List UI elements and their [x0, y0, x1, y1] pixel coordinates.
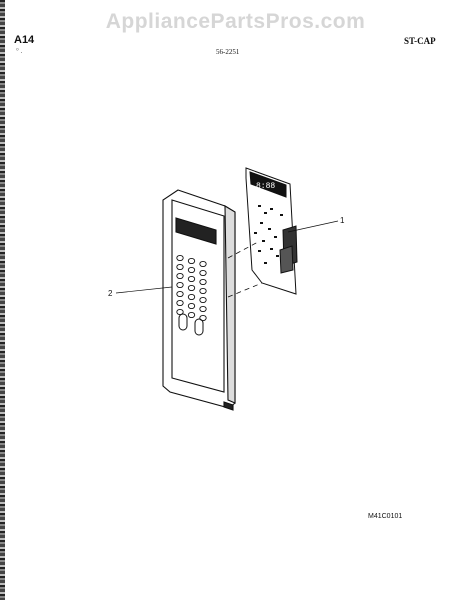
- keypad-button: [199, 305, 207, 313]
- keypad-button: [187, 275, 196, 283]
- page-id: A14: [14, 34, 35, 46]
- board-component: [258, 250, 261, 252]
- keypad-button: [187, 293, 196, 301]
- keypad-button: [199, 287, 207, 295]
- keypad-button: [176, 263, 184, 271]
- board-component: [264, 262, 267, 264]
- watermark: AppliancePartsPros.com: [105, 10, 366, 33]
- keypad-button: [187, 302, 196, 310]
- keypad-button: [176, 272, 184, 280]
- keypad-button: [187, 311, 196, 319]
- control-panel-assembly: [162, 189, 236, 411]
- keypad-buttons: [176, 254, 207, 336]
- board-component: [254, 232, 257, 234]
- keypad-button: [199, 296, 207, 304]
- control-board-assembly: [245, 167, 298, 295]
- scan-edge: [0, 0, 5, 600]
- board-component: [274, 236, 277, 238]
- alignment-lines: [227, 241, 263, 298]
- keypad-button: [199, 260, 207, 268]
- board-component: [260, 222, 263, 224]
- large-keypad-button: [178, 313, 188, 331]
- keypad-button: [176, 290, 184, 298]
- large-keypad-button: [194, 318, 204, 336]
- keypad-button: [176, 254, 184, 262]
- callout-part-2: 2: [108, 289, 113, 298]
- keypad-button: [187, 257, 196, 265]
- keypad-button: [187, 266, 196, 274]
- board-component: [258, 205, 261, 207]
- board-component: [268, 228, 271, 230]
- model-number: 56-2251: [216, 48, 240, 56]
- leader-lines: [115, 220, 339, 294]
- figure-code: M41C0101: [368, 513, 403, 520]
- board-component: [276, 255, 279, 257]
- board-component: [270, 248, 273, 250]
- keypad-button: [199, 314, 207, 322]
- board-component: [270, 208, 273, 210]
- board-component: [264, 212, 267, 214]
- keypad-button: [199, 269, 207, 277]
- keypad-button: [176, 299, 184, 307]
- keypad-button: [176, 308, 184, 316]
- keypad-button: [199, 278, 207, 286]
- board-component: [280, 214, 283, 216]
- keypad-button: [187, 284, 196, 292]
- keypad-button: [176, 281, 184, 289]
- page-id-mark: ° .: [16, 47, 23, 55]
- board-components: [254, 205, 283, 264]
- board-component: [262, 240, 265, 242]
- board-display-digits: 8:88: [256, 182, 275, 191]
- section-code: ST-CAP: [404, 36, 436, 46]
- callout-part-1: 1: [340, 216, 345, 225]
